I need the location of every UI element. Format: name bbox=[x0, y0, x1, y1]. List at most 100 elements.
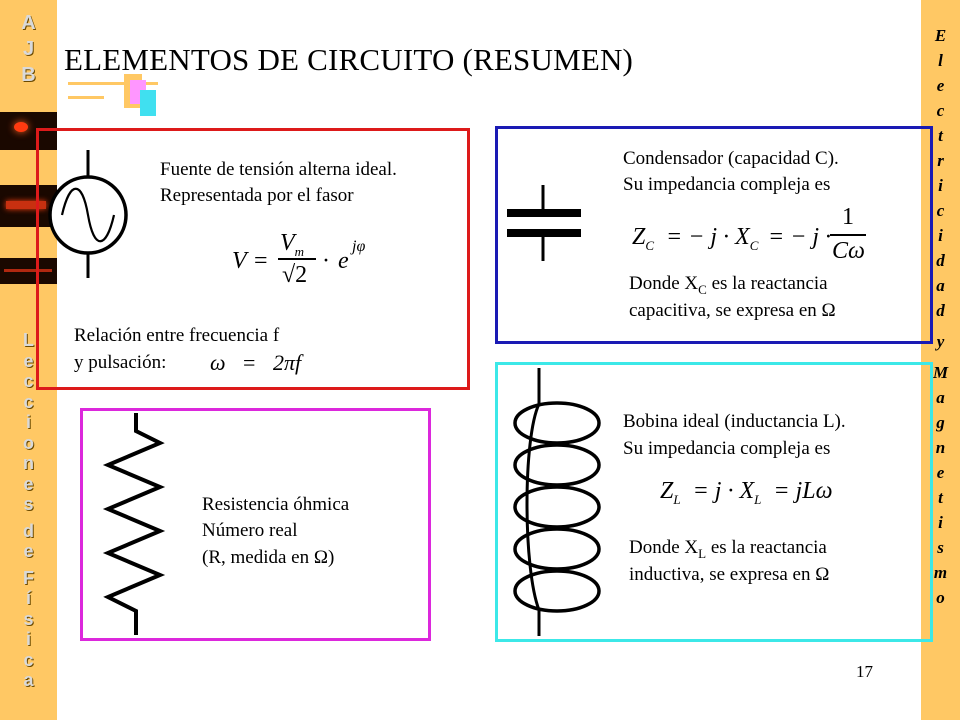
left-vertical-letter: s bbox=[23, 608, 34, 629]
xc-sub: C bbox=[749, 237, 759, 253]
right-vertical-letter: m bbox=[933, 563, 948, 582]
left-vertical-letter: s bbox=[23, 494, 34, 514]
capacitor-symbol bbox=[507, 185, 581, 261]
right-vertical-letter: o bbox=[936, 588, 945, 607]
right-vertical-letter: r bbox=[937, 151, 944, 170]
right-vertical-letter: i bbox=[938, 226, 943, 245]
right-vertical-letter: g bbox=[936, 413, 945, 432]
capacitor-note-line1: Donde XC es la reactancia bbox=[629, 273, 828, 297]
photo-strip-3 bbox=[0, 258, 57, 284]
source-text-line2: Representada por el fasor bbox=[160, 185, 354, 206]
right-vertical-letter: d bbox=[936, 251, 945, 270]
dot-operator: · bbox=[322, 248, 330, 274]
zl-reactance: = j · X bbox=[692, 478, 755, 504]
resistor-symbol bbox=[102, 413, 166, 635]
right-vertical-letter: l bbox=[938, 51, 943, 70]
right-vertical-letter: i bbox=[938, 513, 943, 532]
right-vertical-letter: t bbox=[938, 126, 943, 145]
left-vertical-letter: e bbox=[23, 473, 34, 494]
right-vertical-letter: E bbox=[934, 26, 947, 45]
fraction-bar bbox=[278, 258, 316, 260]
zl-tail: = jLω bbox=[773, 478, 833, 504]
phasor-numerator-sub: m bbox=[294, 243, 305, 259]
capacitor-note-line2: capacitiva, se expresa en Ω bbox=[629, 300, 836, 321]
zc-reactance: = − j · X bbox=[666, 224, 750, 250]
exp-base: e bbox=[338, 248, 349, 274]
left-vertical-letter: d bbox=[23, 520, 34, 541]
zl-symbol: Z bbox=[660, 478, 674, 504]
left-vertical-letter: i bbox=[25, 412, 31, 432]
phasor-denominator: √2 bbox=[282, 262, 308, 288]
left-vertical-letter: c bbox=[23, 649, 34, 670]
resistor-text-line2: Número real bbox=[202, 520, 298, 541]
left-vertical-letter: e bbox=[23, 350, 34, 371]
capacitor-text-line1: Condensador (capacidad C). bbox=[623, 148, 839, 169]
initials-letter: B bbox=[21, 64, 36, 86]
right-vertical-letter: i bbox=[938, 176, 943, 195]
equals-sign: = bbox=[243, 350, 256, 375]
left-vertical-letter: F bbox=[23, 567, 34, 588]
left-vertical-letter: í bbox=[25, 588, 31, 608]
resistor-text-line1: Resistencia óhmica bbox=[202, 494, 350, 515]
title-accent-line bbox=[68, 96, 104, 99]
slide-title: ELEMENTOS DE CIRCUITO (RESUMEN) bbox=[64, 42, 634, 77]
phasor-lhs: V bbox=[232, 248, 247, 274]
right-vertical-letter: s bbox=[937, 538, 944, 557]
source-text-line1: Fuente de tensión alterna ideal. bbox=[160, 159, 397, 180]
inductor-box bbox=[495, 362, 933, 642]
equals-sign: = bbox=[254, 248, 268, 274]
relation-text-line2: y pulsación: bbox=[74, 352, 167, 373]
zc-symbol: Z bbox=[632, 224, 646, 250]
right-vertical-letter: c bbox=[936, 101, 945, 120]
zc-numerator: 1 bbox=[842, 204, 854, 230]
ac-source-symbol bbox=[48, 150, 128, 278]
xl-sub: L bbox=[754, 491, 762, 507]
capacitor-text-line2: Su impedancia compleja es bbox=[623, 174, 831, 195]
initials-letter: A bbox=[21, 12, 36, 34]
left-vertical-letter: a bbox=[23, 670, 34, 690]
left-vertical-letter: e bbox=[23, 541, 34, 561]
inductor-symbol bbox=[513, 368, 601, 636]
right-vertical-letter: a bbox=[936, 388, 945, 407]
zc-tail: = − j · bbox=[768, 224, 832, 250]
source-box bbox=[36, 128, 470, 390]
left-vertical-letter: o bbox=[23, 432, 34, 453]
inductor-impedance-formula: ZL = j · XL = jLω bbox=[660, 478, 833, 508]
right-vertical-letter: e bbox=[936, 76, 945, 95]
right-vertical-letter: M bbox=[932, 363, 949, 382]
resistor-text-line3: (R, medida en Ω) bbox=[202, 547, 335, 568]
left-vertical-letter: i bbox=[25, 629, 31, 649]
omega-lhs: ω bbox=[210, 350, 226, 375]
photo-strip-2 bbox=[0, 185, 57, 227]
inductor-text-line2: Su impedancia compleja es bbox=[623, 438, 831, 459]
left-vertical-letter: c bbox=[23, 391, 34, 412]
title-accent-square bbox=[140, 90, 156, 116]
page-number: 17 bbox=[856, 662, 873, 681]
left-vertical-letter: c bbox=[23, 371, 34, 391]
inductor-note-line2: inductiva, se expresa en Ω bbox=[629, 564, 830, 585]
right-vertical-letter: y bbox=[936, 332, 945, 351]
phasor-exponent: jφ bbox=[352, 238, 366, 255]
capacitor-impedance-formula: ZC = − j · XC = − j · 1 Cω bbox=[632, 204, 882, 270]
zc-denominator: Cω bbox=[832, 238, 865, 264]
omega-rhs: 2πf bbox=[272, 350, 302, 375]
relation-text-line1: Relación entre frecuencia f bbox=[74, 325, 280, 346]
right-vertical-letter: n bbox=[935, 438, 946, 457]
inductor-text-line1: Bobina ideal (inductancia L). bbox=[623, 411, 846, 432]
capacitor-box bbox=[495, 126, 933, 344]
left-vertical-letter: L bbox=[23, 330, 34, 350]
left-vertical-letter: n bbox=[23, 453, 34, 473]
photo-strip-1 bbox=[0, 112, 57, 150]
inductor-note-line1: Donde XL es la reactancia bbox=[629, 537, 827, 561]
resistor-box bbox=[80, 408, 431, 641]
omega-formula: ω = 2πf bbox=[210, 350, 301, 376]
phasor-numerator: V bbox=[280, 230, 295, 256]
zl-sub: L bbox=[673, 491, 681, 507]
right-vertical-letter: e bbox=[936, 463, 945, 482]
fraction-bar bbox=[830, 234, 866, 236]
right-vertical-letter: d bbox=[936, 301, 945, 320]
right-vertical-letter: a bbox=[936, 276, 945, 295]
title-accent-line bbox=[68, 82, 158, 85]
